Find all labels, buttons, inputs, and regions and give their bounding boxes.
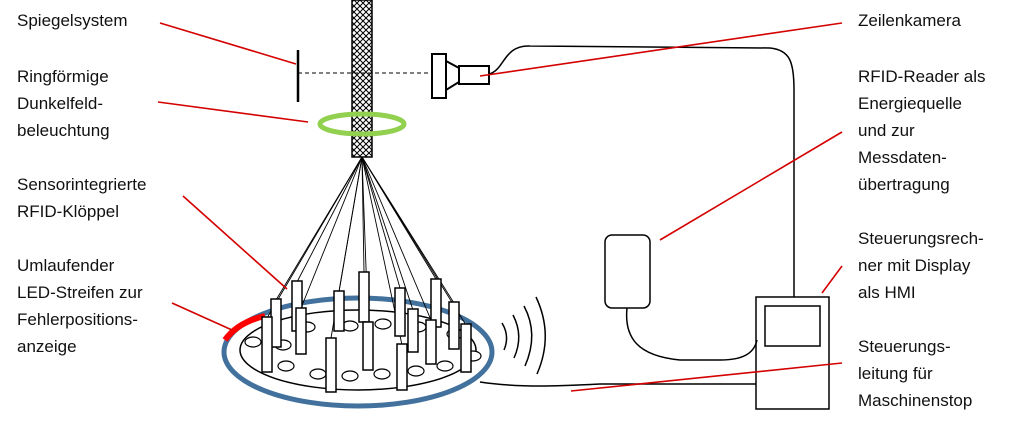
track-inner — [239, 309, 477, 391]
bobbins — [261, 271, 472, 393]
label-zeilenkamera: Zeilenkamera — [858, 11, 961, 30]
cables — [479, 45, 795, 387]
label-dunkelfeldbeleuchtung: Ringförmige Dunkelfeld- beleuchtung — [17, 67, 110, 140]
label-steuerungsrechner: Steuerungsrech- ner mit Display als HMI — [858, 229, 984, 302]
ring-light — [317, 111, 407, 137]
label-rfid-kloeppel: Sensorintegrierte RFID-Klöppel — [17, 175, 147, 221]
wireless-waves — [501, 296, 546, 375]
label-steuerungsleitung: Steuerungs- leitung für Maschinenstop — [858, 337, 973, 410]
threads — [266, 156, 467, 346]
rfid-reader — [604, 234, 651, 309]
control-computer — [755, 296, 830, 410]
led-strip — [222, 313, 266, 342]
leader-lines — [157, 22, 843, 392]
line-camera — [431, 53, 490, 99]
label-led-streifen: Umlaufender LED-Streifen zur Fehlerposit… — [17, 256, 143, 356]
label-spiegelsystem: Spiegelsystem — [17, 11, 128, 30]
label-rfid-reader: RFID-Reader als Energiequelle und zur Me… — [858, 67, 986, 194]
